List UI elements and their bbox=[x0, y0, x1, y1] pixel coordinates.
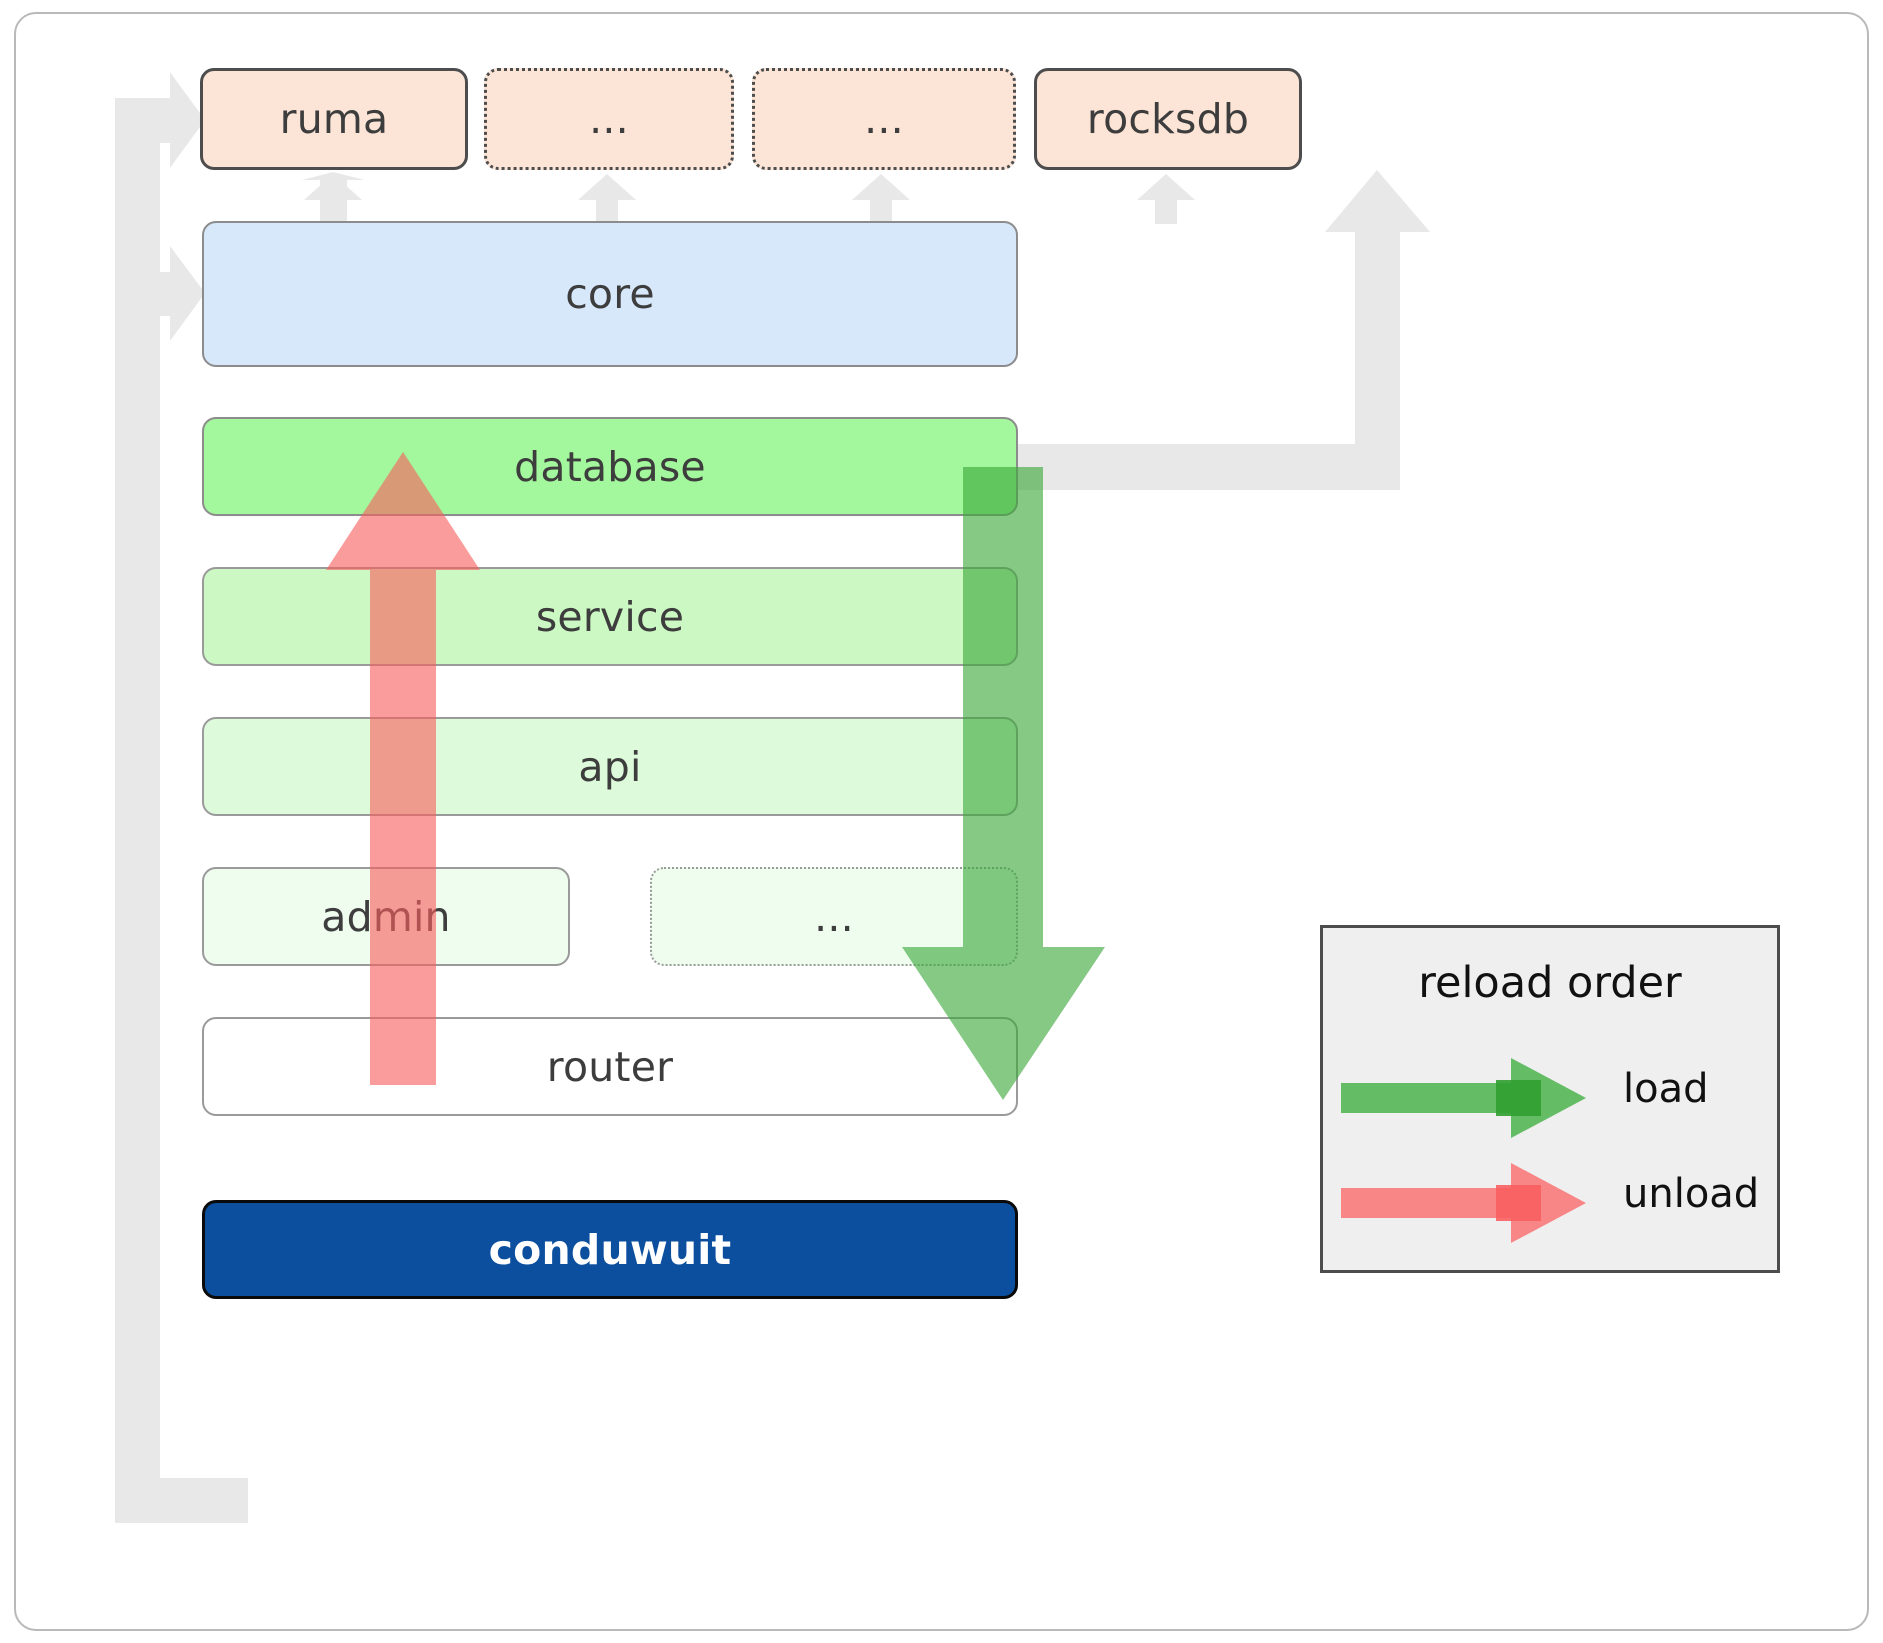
node-admin[interactable]: admin bbox=[202, 867, 570, 966]
node-ellipsis-3[interactable]: ... bbox=[650, 867, 1018, 966]
node-ruma-label: ruma bbox=[279, 95, 389, 143]
node-service-label: service bbox=[535, 592, 685, 641]
legend-panel: reload order load unload bbox=[1320, 925, 1780, 1273]
node-ellipsis-1[interactable]: ... bbox=[484, 68, 734, 170]
node-api[interactable]: api bbox=[202, 717, 1018, 816]
node-ellipsis-1-label: ... bbox=[589, 95, 629, 143]
node-conduwuit-label: conduwuit bbox=[488, 1225, 732, 1274]
node-rocksdb-label: rocksdb bbox=[1086, 95, 1250, 143]
node-database[interactable]: database bbox=[202, 417, 1018, 516]
node-ellipsis-3-label: ... bbox=[814, 892, 854, 941]
node-ellipsis-2[interactable]: ... bbox=[752, 68, 1016, 170]
node-conduwuit[interactable]: conduwuit bbox=[202, 1200, 1018, 1299]
node-router-label: router bbox=[546, 1042, 674, 1091]
node-core-label: core bbox=[565, 270, 655, 318]
legend-unload-label: unload bbox=[1623, 1171, 1760, 1217]
node-ellipsis-2-label: ... bbox=[864, 95, 904, 143]
node-ruma[interactable]: ruma bbox=[200, 68, 468, 170]
legend-row-unload: unload bbox=[1323, 1163, 1777, 1243]
legend-title: reload order bbox=[1418, 958, 1682, 1008]
unload-arrow-icon bbox=[1341, 1163, 1586, 1243]
node-service[interactable]: service bbox=[202, 567, 1018, 666]
load-arrow-icon bbox=[1341, 1058, 1586, 1138]
node-api-label: api bbox=[578, 742, 642, 791]
legend-load-label: load bbox=[1623, 1066, 1709, 1112]
node-router[interactable]: router bbox=[202, 1017, 1018, 1116]
node-admin-label: admin bbox=[321, 892, 451, 941]
node-core[interactable]: core bbox=[202, 221, 1018, 367]
legend-row-load: load bbox=[1323, 1058, 1777, 1138]
node-rocksdb[interactable]: rocksdb bbox=[1034, 68, 1302, 170]
node-database-label: database bbox=[514, 442, 706, 491]
